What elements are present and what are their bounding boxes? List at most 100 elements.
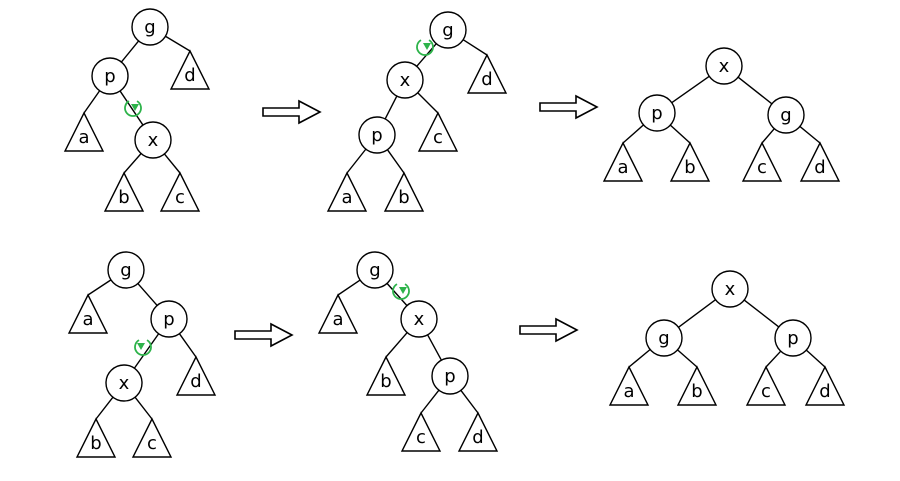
node-label: g xyxy=(442,20,453,41)
rotation-arc xyxy=(134,339,152,356)
node-label: x xyxy=(400,70,411,91)
subtree-label: b xyxy=(684,157,695,178)
edge-g-a xyxy=(337,279,361,296)
edge-p-c xyxy=(420,389,440,414)
node-p: p xyxy=(638,94,676,132)
subtree-triangle xyxy=(400,411,442,452)
rotation-arc xyxy=(392,283,410,300)
subtree-a: a xyxy=(317,293,359,334)
node-label: g xyxy=(120,260,131,281)
node-circle xyxy=(356,251,394,289)
node-label: p xyxy=(104,66,115,87)
subtree-b: b xyxy=(669,141,711,182)
transition-arrow-shape xyxy=(519,317,579,343)
subtree-b: b xyxy=(103,171,145,212)
node-g: g xyxy=(645,319,683,357)
subtree-triangle xyxy=(457,411,499,452)
node-label: x xyxy=(725,279,736,300)
subtree-triangle xyxy=(159,171,201,212)
subtree-triangle xyxy=(326,171,368,212)
rotate-arrow-icon xyxy=(392,283,410,300)
subtree-a: a xyxy=(326,171,368,212)
node-circle xyxy=(429,11,467,49)
subtree-label: d xyxy=(190,371,201,392)
node-p: p xyxy=(431,357,469,395)
subtree-a: a xyxy=(67,293,109,334)
node-p: p xyxy=(358,116,396,154)
edge-g-d xyxy=(462,39,488,56)
node-circle xyxy=(645,319,683,357)
edge-p-b xyxy=(669,124,691,144)
subtree-triangle xyxy=(608,365,650,406)
edge-x-b xyxy=(123,153,142,174)
subtree-triangle xyxy=(745,365,787,406)
subtree-d: d xyxy=(169,49,211,90)
subtree-label: c xyxy=(757,157,767,178)
edge-g-a xyxy=(87,279,112,296)
subtree-label: c xyxy=(175,187,185,208)
subtree-c: c xyxy=(400,411,442,452)
subtree-label: d xyxy=(481,69,492,90)
subtree-label: d xyxy=(819,381,830,402)
tree-step-2: d c a b g x p xyxy=(326,11,508,212)
node-circle xyxy=(705,47,743,85)
subtree-triangle xyxy=(317,293,359,334)
transition-arrow-shape xyxy=(262,99,322,125)
right-arrow-icon xyxy=(234,322,294,348)
node-label: p xyxy=(163,309,174,330)
rotation-arrowhead xyxy=(131,104,139,111)
subtree-a: a xyxy=(602,141,644,182)
right-arrow-icon xyxy=(262,99,322,125)
subtree-label: c xyxy=(147,433,157,454)
right-arrow-icon xyxy=(539,94,599,120)
edge-x-c xyxy=(163,153,181,174)
subtree-triangle xyxy=(365,355,407,396)
edge-x-b xyxy=(385,332,408,358)
node-circle xyxy=(358,116,396,154)
node-g: g xyxy=(356,251,394,289)
edge-x-g xyxy=(737,76,773,105)
subtree-b: b xyxy=(75,417,117,458)
edge-p-a xyxy=(346,148,367,174)
node-circle xyxy=(767,96,805,134)
node-label: p xyxy=(371,125,382,146)
right-arrow-icon xyxy=(519,317,579,343)
node-label: g xyxy=(658,328,669,349)
subtree-triangle xyxy=(63,111,105,152)
subtree-triangle xyxy=(75,417,117,458)
edge-p-d xyxy=(805,349,826,368)
node-g: g xyxy=(767,96,805,134)
subtree-triangle xyxy=(131,417,173,458)
subtree-triangle xyxy=(804,365,846,406)
subtree-b: b xyxy=(383,171,425,212)
edge-x-p xyxy=(384,95,398,120)
node-label: g xyxy=(780,105,791,126)
subtree-c: c xyxy=(741,141,783,182)
node-circle xyxy=(134,121,172,159)
node-label: x xyxy=(148,130,159,151)
rotation-arc xyxy=(416,39,434,56)
edge-p-a xyxy=(622,124,644,144)
subtree-a: a xyxy=(63,111,105,152)
subtree-triangle xyxy=(169,49,211,90)
rotate-arrow-icon xyxy=(134,339,152,356)
edge-x-b xyxy=(95,396,114,420)
subtree-label: b xyxy=(90,433,101,454)
node-circle xyxy=(107,251,145,289)
node-label: x xyxy=(414,309,425,330)
subtree-label: c xyxy=(433,127,443,148)
rotate-arrow-icon xyxy=(416,39,434,56)
edge-g-b xyxy=(677,349,698,368)
subtree-d: d xyxy=(804,365,846,406)
edge-x-c xyxy=(134,396,153,420)
subtree-label: a xyxy=(341,187,352,208)
rotation-arrowhead xyxy=(137,343,145,350)
subtree-b: b xyxy=(676,365,718,406)
node-p: p xyxy=(774,319,812,357)
subtree-label: c xyxy=(761,381,771,402)
node-label: p xyxy=(444,366,455,387)
